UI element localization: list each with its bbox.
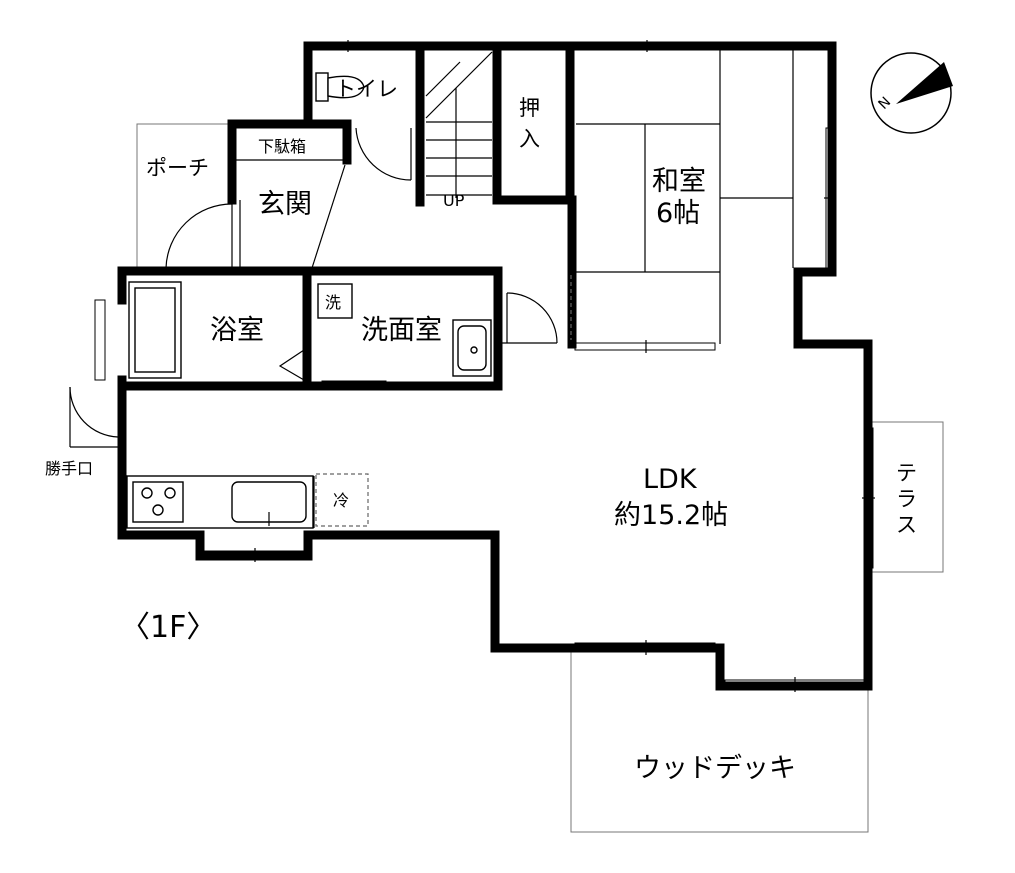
label-stairs-up: UP bbox=[443, 191, 465, 210]
label-terrace-2: ラ bbox=[896, 487, 917, 511]
fixtures bbox=[128, 72, 492, 527]
label-entrance: 玄関 bbox=[258, 189, 312, 220]
label-back-door: 勝手口 bbox=[45, 459, 93, 478]
label-ldk-1: LDK bbox=[643, 464, 698, 495]
label-washitsu-1: 和室 bbox=[652, 166, 706, 197]
bathtub bbox=[128, 281, 182, 379]
kitchen-sink bbox=[231, 481, 307, 526]
label-toilet: トイレ bbox=[335, 77, 398, 101]
label-ldk-2: 約15.2帖 bbox=[614, 500, 728, 531]
label-washroom: 洗面室 bbox=[361, 315, 442, 346]
label-washitsu-2: 6帖 bbox=[656, 198, 700, 229]
porch-area bbox=[136, 123, 232, 268]
washer-box bbox=[317, 283, 353, 319]
compass-needle-icon bbox=[896, 62, 953, 104]
label-washer: 洗 bbox=[325, 293, 341, 312]
compass: N bbox=[870, 52, 953, 134]
toilet-bowl bbox=[315, 72, 365, 102]
doors bbox=[69, 127, 572, 448]
washbasin bbox=[452, 319, 492, 377]
label-wood-deck: ウッドデッキ bbox=[634, 753, 796, 784]
label-closet-2: 入 bbox=[519, 127, 540, 151]
label-closet-1: 押 bbox=[519, 96, 540, 120]
label-floor: 〈1F〉 bbox=[120, 610, 216, 645]
label-bathroom: 浴室 bbox=[210, 315, 264, 346]
label-shoe-box: 下駄箱 bbox=[258, 137, 306, 156]
label-terrace-1: テ bbox=[896, 461, 917, 485]
label-porch: ポーチ bbox=[146, 156, 209, 180]
label-fridge: 冷 bbox=[333, 491, 349, 510]
interior-lines bbox=[122, 50, 794, 529]
labels: トイレ 押 入 和室 6帖 ポーチ 下駄箱 玄関 UP 浴室 洗面室 洗 LDK… bbox=[45, 77, 917, 784]
stove bbox=[132, 481, 184, 523]
wood-deck-area bbox=[570, 650, 869, 833]
walls bbox=[117, 41, 873, 691]
label-terrace-3: ス bbox=[896, 513, 917, 537]
fridge-space bbox=[315, 473, 369, 527]
